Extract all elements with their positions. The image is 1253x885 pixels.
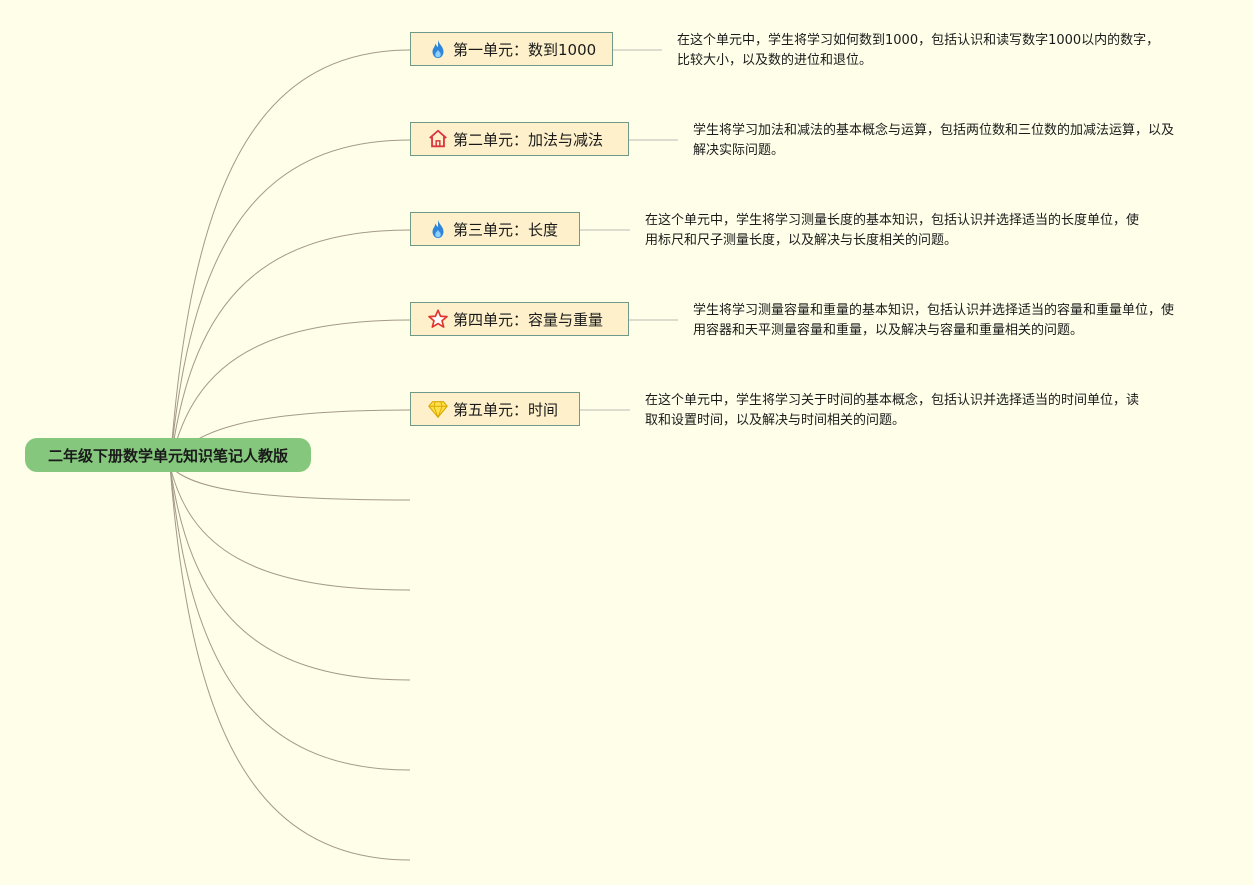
topic-unit-3[interactable]: 第三单元：长度 [410,212,580,246]
topic-unit-2[interactable]: 第二单元：加法与减法 [410,122,629,156]
root-topic[interactable]: 二年级下册数学单元知识笔记人教版 [25,438,311,472]
branch-connector [169,465,411,591]
branch-connector [169,465,411,681]
root-topic-label: 二年级下册数学单元知识笔记人教版 [47,446,288,465]
topic-unit-3-label: 第三单元：长度 [453,220,559,239]
topic-unit-1-label: 第一单元：数到1000 [453,40,597,59]
star-icon [427,308,449,330]
topic-unit-1[interactable]: 第一单元：数到1000 [410,32,613,66]
topic-unit-5-label: 第五单元：时间 [453,400,559,419]
branch-connector [169,139,411,467]
branch-connector [169,465,411,861]
unit-1-description: 在这个单元中，学生将学习如何数到1000，包括认识和读写数字1000以内的数字，… [677,33,1160,68]
diamond-icon [427,398,449,420]
topic-unit-2-label: 第二单元：加法与减法 [453,130,604,149]
unit-3-description: 在这个单元中，学生将学习测量长度的基本知识，包括认识并选择适当的长度单位，使用标… [645,213,1140,248]
fire-icon [427,38,449,60]
unit-4-description: 学生将学习测量容量和重量的基本知识，包括认识并选择适当的容量和重量单位，使用容器… [693,303,1175,338]
unit-5-description: 在这个单元中，学生将学习关于时间的基本概念，包括认识并选择适当的时间单位，读取和… [645,393,1140,428]
topic-unit-4-label: 第四单元：容量与重量 [453,310,604,329]
home-icon [427,128,449,150]
branch-connector [169,49,411,467]
unit-2-description: 学生将学习加法和减法的基本概念与运算，包括两位数和三位数的加减法运算，以及解决实… [693,123,1175,158]
branch-connector [169,465,411,771]
topic-unit-5[interactable]: 第五单元：时间 [410,392,580,426]
topic-unit-4[interactable]: 第四单元：容量与重量 [410,302,629,336]
branch-connector [169,229,411,467]
fire-icon [427,218,449,240]
